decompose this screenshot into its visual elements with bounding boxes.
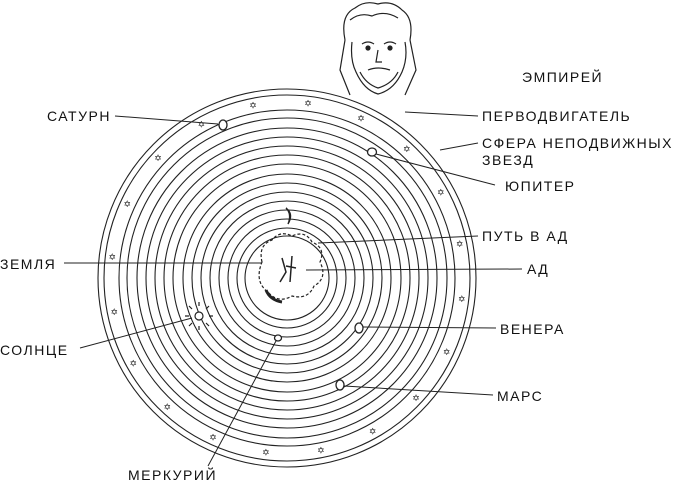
star-icon: ✡ [111,307,119,317]
jupiter-planet-icon [366,147,378,157]
sphere-ring [145,136,429,420]
mercury-planet-icon [273,334,283,342]
fixed-stars-label-1: СФЕРА НЕПОДВИЖНЫХ [482,135,673,151]
sphere-ring [126,117,448,439]
sphere-ring [154,145,420,411]
star-icon: ✡ [129,359,137,369]
venus-label: ВЕНЕРА [500,321,565,337]
star-icon: ✡ [458,294,466,304]
fixed-stars-label-2: ЗВЕЗД [482,152,534,168]
jupiter-label: ЮПИТЕР [505,178,576,194]
star-icon: ✡ [154,153,162,163]
sun-label: СОЛНЦЕ [0,342,69,358]
saturn-label: САТУРН [47,108,111,124]
star-icon: ✡ [124,199,132,209]
star-icon: ✡ [304,98,312,108]
celestial-spheres [97,88,477,468]
star-icon: ✡ [357,113,365,123]
sphere-ring [244,235,330,321]
sphere-ring [182,173,392,383]
sphere-ring [97,88,477,468]
path-to-hell-label: ПУТЬ В АД [482,228,569,244]
mars-planet-icon [335,379,345,391]
star-icon: ✡ [108,252,116,262]
star-icon: ✡ [262,448,270,458]
mars-label: МАРС [497,388,543,404]
star-icon: ✡ [443,347,451,357]
earth-label: ЗЕМЛЯ [0,256,56,272]
saturn-planet-icon [218,119,228,131]
star-icon: ✡ [163,402,171,412]
star-icon: ✡ [412,393,420,403]
empyrean-label: ЭМПИРЕЙ [522,68,603,85]
prime-mover-label: ПЕРВОДВИГАТЕЛЬ [482,108,631,124]
star-icon: ✡ [437,187,445,197]
star-icon: ✡ [317,446,325,456]
sphere-ring [200,191,374,365]
hell-figure-icon [279,255,297,283]
moon-crescent-icon [285,207,292,225]
star-icon: ✡ [369,427,377,437]
sphere-ring [209,200,365,356]
sphere-ring [118,109,456,447]
star-icon: ✡ [456,239,464,249]
star-icon: ✡ [403,144,411,154]
hell-label: АД [527,261,549,277]
god-face-icon [339,2,417,96]
sun-icon [185,302,213,330]
star-icon: ✡ [209,433,217,443]
sphere-ring [103,94,471,462]
star-icon: ✡ [249,100,257,110]
fixed-stars: ✡ ✡ ✡ ✡ ✡ ✡ ✡ ✡ ✡ ✡ ✡ ✡ ✡ ✡ ✡ ✡ ✡ ✡ ✡ ✡ [108,98,465,457]
sphere-ring [163,154,411,402]
earth-core [258,233,324,304]
sphere-ring [172,163,402,393]
sphere-ring [227,218,347,338]
leader-lines [64,111,523,467]
mercury-label: МЕРКУРИЙ [128,466,217,483]
venus-planet-icon [354,322,364,334]
sphere-ring [236,227,338,329]
sphere-ring [218,209,356,347]
sphere-ring [136,127,438,429]
sphere-ring [191,182,383,374]
star-icon: ✡ [198,119,206,129]
